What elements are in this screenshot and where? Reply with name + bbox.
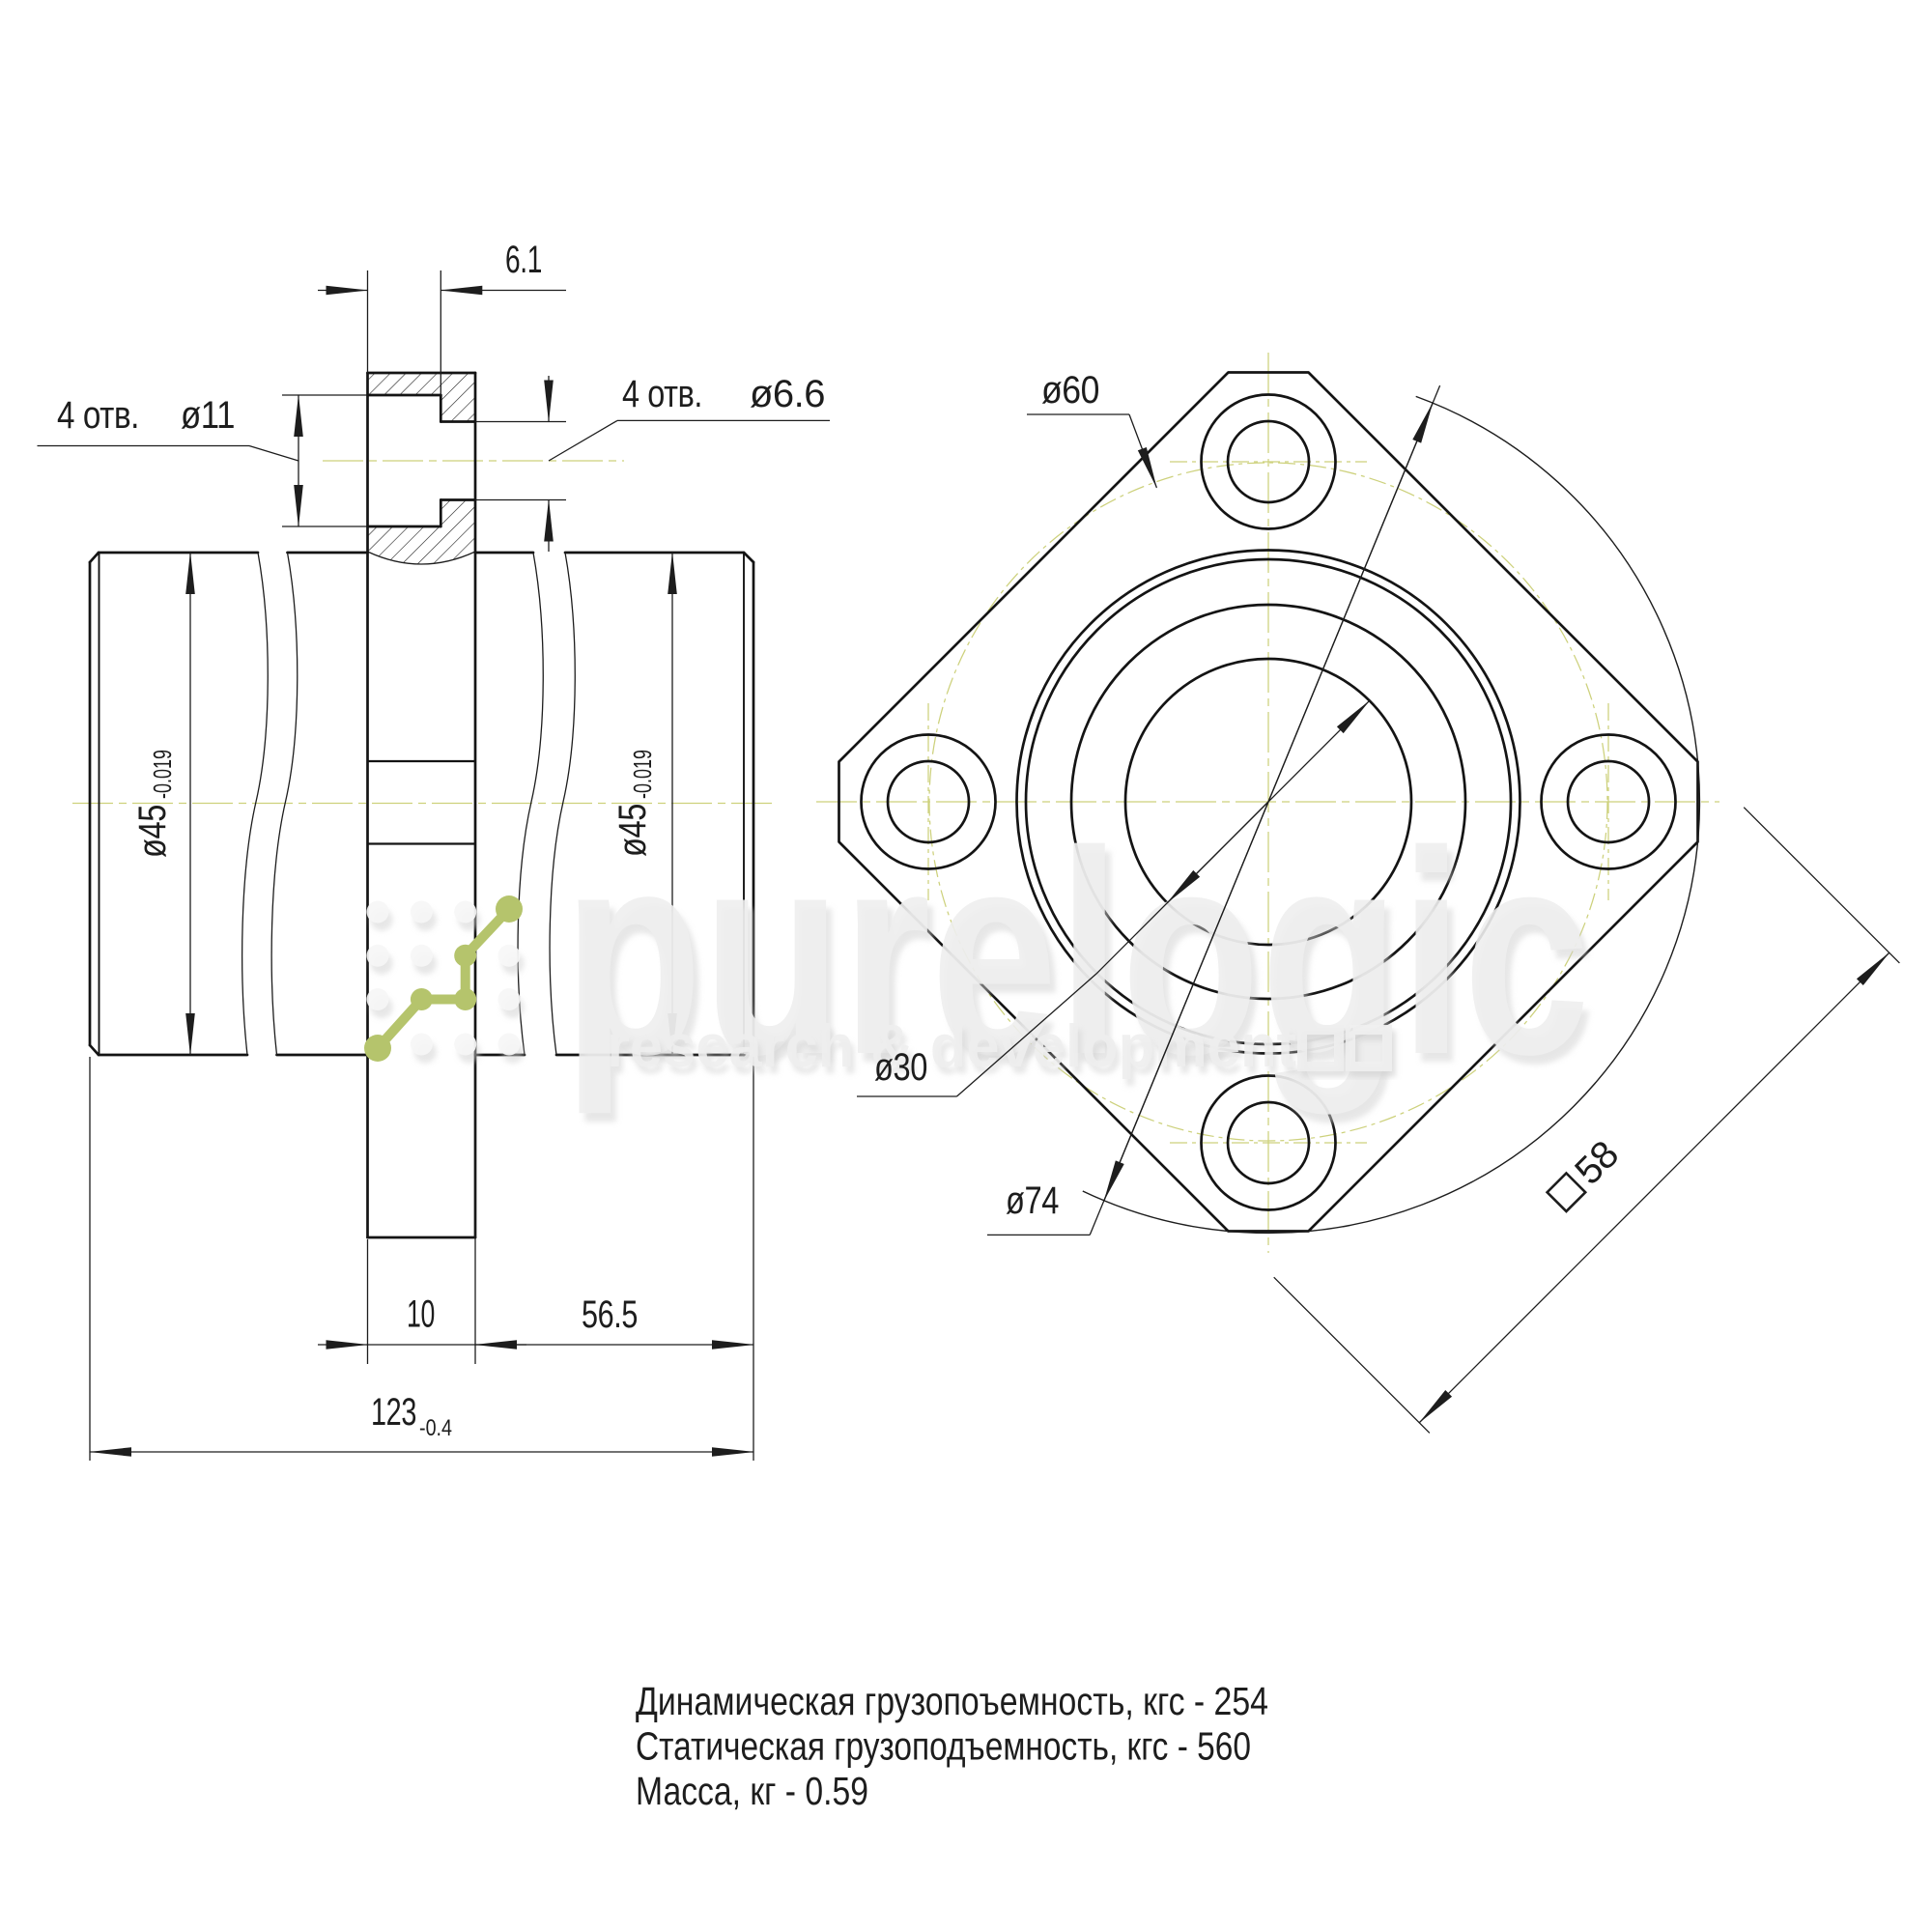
svg-text:4 отв.: 4 отв. [57,394,139,437]
svg-text:Масса, кг - 0.59: Масса, кг - 0.59 [636,1769,868,1813]
svg-text:ø6.6: ø6.6 [750,373,825,415]
svg-text:Статическая грузоподъемность,: Статическая грузоподъемность, кгс - 560 [636,1724,1251,1769]
svg-text:10: 10 [407,1293,435,1336]
svg-text:4 отв.: 4 отв. [622,373,702,415]
svg-text:ø45: ø45 [131,805,174,858]
svg-text:ø74: ø74 [1006,1179,1059,1222]
svg-text:Динамическая грузопоъемность,: Динамическая грузопоъемность, кгс - 254 [636,1679,1268,1723]
svg-text:-0.4: -0.4 [419,1415,452,1441]
svg-text:123: 123 [371,1391,416,1434]
svg-text:-0.019: -0.019 [628,750,657,799]
svg-text:56.5: 56.5 [582,1293,638,1336]
svg-text:ø30: ø30 [874,1046,927,1089]
svg-text:ø45: ø45 [611,804,654,857]
svg-text:research & development: research & development [611,1020,1300,1087]
svg-text:ø60: ø60 [1041,369,1099,412]
svg-text:ø11: ø11 [181,394,235,437]
svg-text:research & development: research & development [607,1013,1296,1080]
svg-text:-0.019: -0.019 [148,750,177,799]
svg-text:6.1: 6.1 [505,239,542,281]
